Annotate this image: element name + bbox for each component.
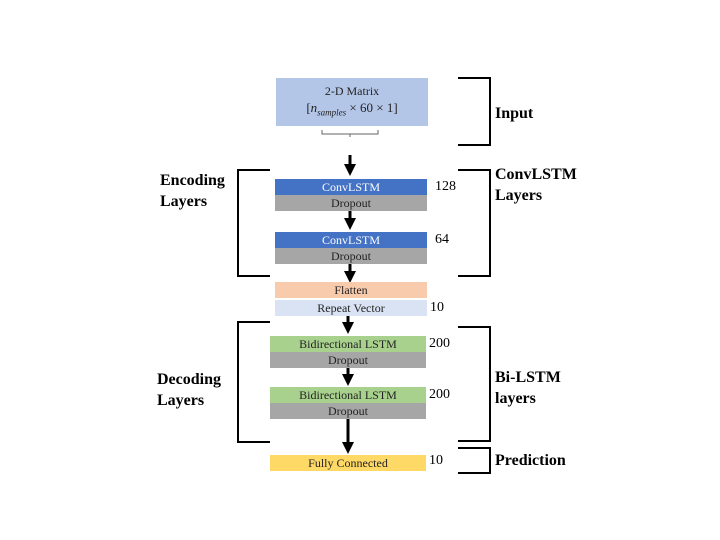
shape-subscript: samples	[317, 107, 347, 118]
input-matrix-title: 2-D Matrix	[324, 83, 380, 98]
input-brace	[321, 130, 379, 137]
input-matrix-box: 2-D Matrix [nsamples × 60 × 1]	[276, 78, 428, 126]
shape-dims: × 60 × 1]	[349, 99, 398, 115]
group-encoding-label: Encoding Layers	[160, 170, 225, 212]
convlstm-layer-2: ConvLSTM	[275, 232, 427, 248]
fully-connected-layer: Fully Connected	[270, 455, 426, 471]
group-bilstm-line1: Bi-LSTM	[495, 369, 561, 386]
bilstm-layer-1: Bidirectional LSTM	[270, 336, 426, 352]
group-decoding-line1: Decoding	[157, 371, 221, 388]
dropout-layer-3: Dropout	[270, 352, 426, 368]
group-encoding-line2: Layers	[160, 193, 208, 210]
dropout-layer-4: Dropout	[270, 403, 426, 419]
bracket-convlstm	[458, 169, 491, 277]
group-input-label: Input	[495, 105, 534, 122]
group-convlstm-label: ConvLSTM Layers	[495, 164, 577, 206]
dropout-layer-2: Dropout	[275, 248, 427, 264]
group-convlstm-line1: ConvLSTM	[495, 166, 577, 183]
bilstm-layer-2: Bidirectional LSTM	[270, 387, 426, 403]
units-fully-connected: 10	[429, 453, 443, 468]
group-prediction-label: Prediction	[495, 452, 566, 469]
bracket-bilstm	[458, 326, 491, 442]
bracket-input	[458, 77, 491, 146]
repeat-vector-layer: Repeat Vector	[275, 300, 427, 316]
group-decoding-label: Decoding Layers	[157, 369, 221, 411]
bracket-prediction	[458, 447, 491, 474]
units-bilstm-2: 200	[429, 387, 450, 402]
input-matrix-shape: [nsamples × 60 × 1]	[306, 99, 398, 118]
shape-n: n	[310, 99, 318, 115]
units-convlstm-1: 128	[435, 179, 456, 194]
units-bilstm-1: 200	[429, 336, 450, 351]
group-bilstm-line2: layers	[495, 390, 536, 407]
group-decoding-line2: Layers	[157, 392, 205, 409]
convlstm-layer-1: ConvLSTM	[275, 179, 427, 195]
bracket-encoding	[237, 169, 270, 277]
bracket-decoding	[237, 321, 270, 443]
flatten-layer: Flatten	[275, 282, 427, 298]
group-convlstm-line2: Layers	[495, 187, 543, 204]
group-bilstm-label: Bi-LSTM layers	[495, 367, 561, 409]
units-convlstm-2: 64	[435, 232, 449, 247]
dropout-layer-1: Dropout	[275, 195, 427, 211]
units-repeat-vector: 10	[430, 300, 444, 315]
group-encoding-line1: Encoding	[160, 172, 225, 189]
